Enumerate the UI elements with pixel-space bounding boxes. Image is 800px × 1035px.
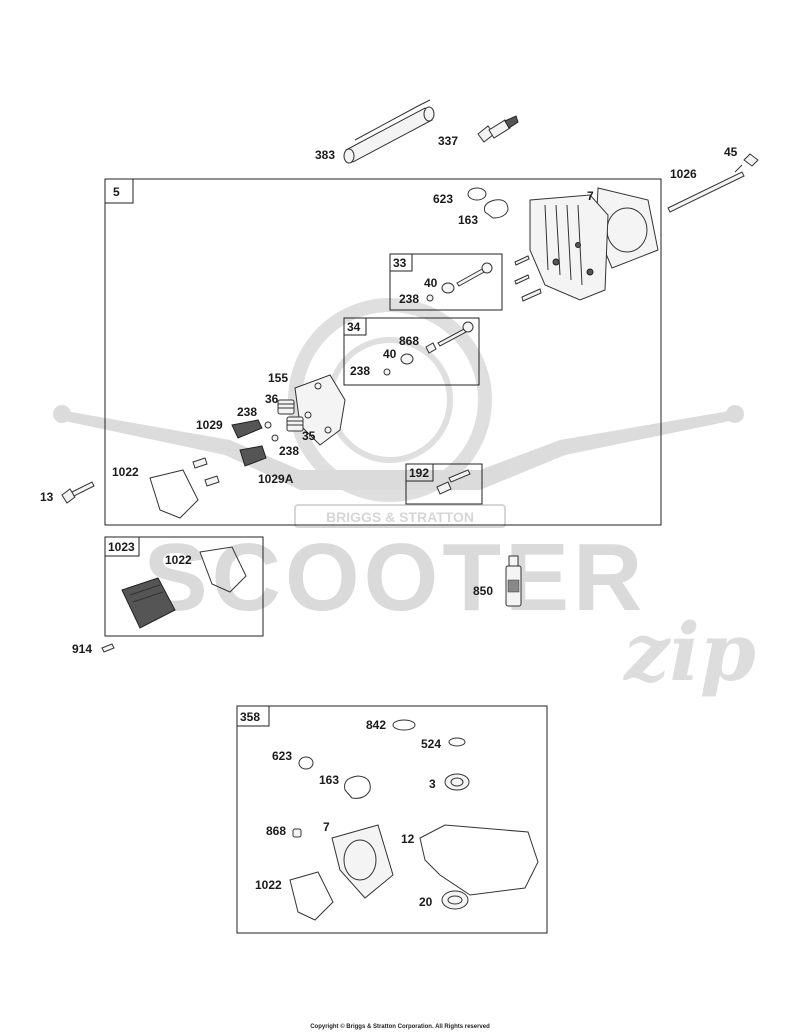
part-383-spark-plug-wrench (343, 99, 435, 164)
group-5-tag (104, 178, 134, 204)
part-1026-push-rod (667, 171, 745, 213)
callout-238-d: 238 (279, 444, 299, 458)
copyright-notice: Copyright © Briggs & Stratton Corporatio… (310, 1024, 490, 1030)
group-1023-frame (104, 536, 264, 637)
part-623-o-ring (467, 187, 487, 201)
callout-383: 383 (315, 148, 335, 162)
group-358-tag (236, 705, 270, 727)
part-45-bolt (734, 153, 759, 173)
part-1029A-rocker-arm (239, 445, 267, 467)
callout-1029A: 1029A (258, 472, 294, 486)
callout-7: 7 (587, 189, 594, 203)
group-358-frame (236, 705, 548, 934)
part-1022-cover-gasket-c (289, 871, 334, 921)
part-7-head-gasket-b (331, 824, 394, 899)
callout-20: 20 (419, 895, 433, 909)
part-13-bolt (61, 481, 95, 504)
part-868-breather (292, 828, 302, 838)
callout-36: 36 (265, 392, 279, 406)
callout-623-b: 623 (272, 749, 292, 763)
callout-40-a: 40 (424, 276, 438, 290)
callout-163: 163 (458, 213, 478, 227)
part-850-sealant-tube (505, 555, 522, 607)
callout-7-b: 7 (323, 820, 330, 834)
part-20-oil-seal (441, 890, 469, 910)
part-head-studs (514, 255, 542, 302)
callout-337: 337 (438, 134, 458, 148)
part-155-rocker-housing (294, 374, 346, 446)
group-33-tag (389, 253, 413, 272)
part-3-oil-seal (444, 773, 470, 791)
group-33-label: 33 (393, 256, 407, 270)
part-rocker-studs (192, 457, 220, 487)
part-34-intake-valve (383, 321, 474, 376)
part-163-gasket (484, 199, 509, 219)
part-163-gasket-b (344, 775, 371, 799)
callout-163-b: 163 (319, 773, 339, 787)
part-1023-valve-cover (121, 577, 176, 629)
watermark-wordmark: SCOOTER (144, 524, 647, 631)
callout-1022-a: 1022 (112, 465, 139, 479)
part-914-screw (101, 643, 115, 653)
callout-155: 155 (268, 371, 288, 385)
callout-1022-b: 1022 (165, 553, 192, 567)
callout-914: 914 (72, 642, 92, 656)
group-34-tag (343, 317, 367, 336)
scooterzip-watermark: BRIGGS & STRATTON SCOOTER zip (53, 298, 756, 699)
group-5-frame (104, 178, 662, 526)
part-238-collet-d (271, 434, 279, 442)
part-1022-cover-gasket-b (199, 546, 247, 593)
group-33-frame (389, 253, 503, 311)
watermark-brand-plate (294, 504, 506, 528)
part-192-stud-set (436, 469, 471, 495)
callout-842: 842 (366, 718, 386, 732)
group-1023-label: 1023 (108, 540, 135, 554)
watermark-script: zip (622, 605, 756, 699)
callout-35: 35 (302, 429, 316, 443)
callout-45: 45 (724, 145, 738, 159)
group-192-frame (405, 463, 483, 505)
callout-13: 13 (40, 490, 54, 504)
callout-12: 12 (401, 832, 415, 846)
group-5-label: 5 (113, 185, 120, 199)
part-12-crankcase-gasket (419, 824, 539, 896)
callout-868-b: 868 (266, 824, 286, 838)
callout-labels: 383 337 45 1026 623 163 7 40 238 868 40 … (40, 134, 738, 909)
part-623-o-ring-b (298, 756, 314, 770)
callout-238-c: 238 (237, 405, 257, 419)
part-1022-cover-gasket-a (149, 469, 199, 519)
callout-1026: 1026 (670, 167, 697, 181)
callout-524: 524 (421, 737, 441, 751)
callout-850: 850 (473, 584, 493, 598)
part-36-35-valve-springs (277, 399, 304, 432)
group-1023-tag (104, 536, 140, 557)
group-358-label: 358 (240, 710, 260, 724)
callout-238-a: 238 (399, 292, 419, 306)
part-524-seal (448, 737, 466, 747)
part-1029-rocker-arm (231, 419, 263, 439)
part-33-exhaust-valve (426, 262, 493, 302)
callout-868-a: 868 (399, 334, 419, 348)
part-238-collet-c (264, 421, 272, 429)
callout-623: 623 (433, 192, 453, 206)
callout-40-b: 40 (383, 347, 397, 361)
callout-1029: 1029 (196, 418, 223, 432)
group-34-frame (343, 317, 480, 386)
group-34-label: 34 (347, 320, 361, 334)
part-cylinder-head (529, 194, 609, 301)
group-192-tag (405, 463, 434, 482)
callout-238-b: 238 (350, 364, 370, 378)
callout-1022-c: 1022 (255, 878, 282, 892)
group-192-label: 192 (409, 466, 429, 480)
callout-3: 3 (429, 777, 436, 791)
part-337-spark-plug (477, 115, 519, 143)
part-842-seal (392, 719, 416, 731)
watermark-brand-text: BRIGGS & STRATTON (326, 509, 474, 525)
